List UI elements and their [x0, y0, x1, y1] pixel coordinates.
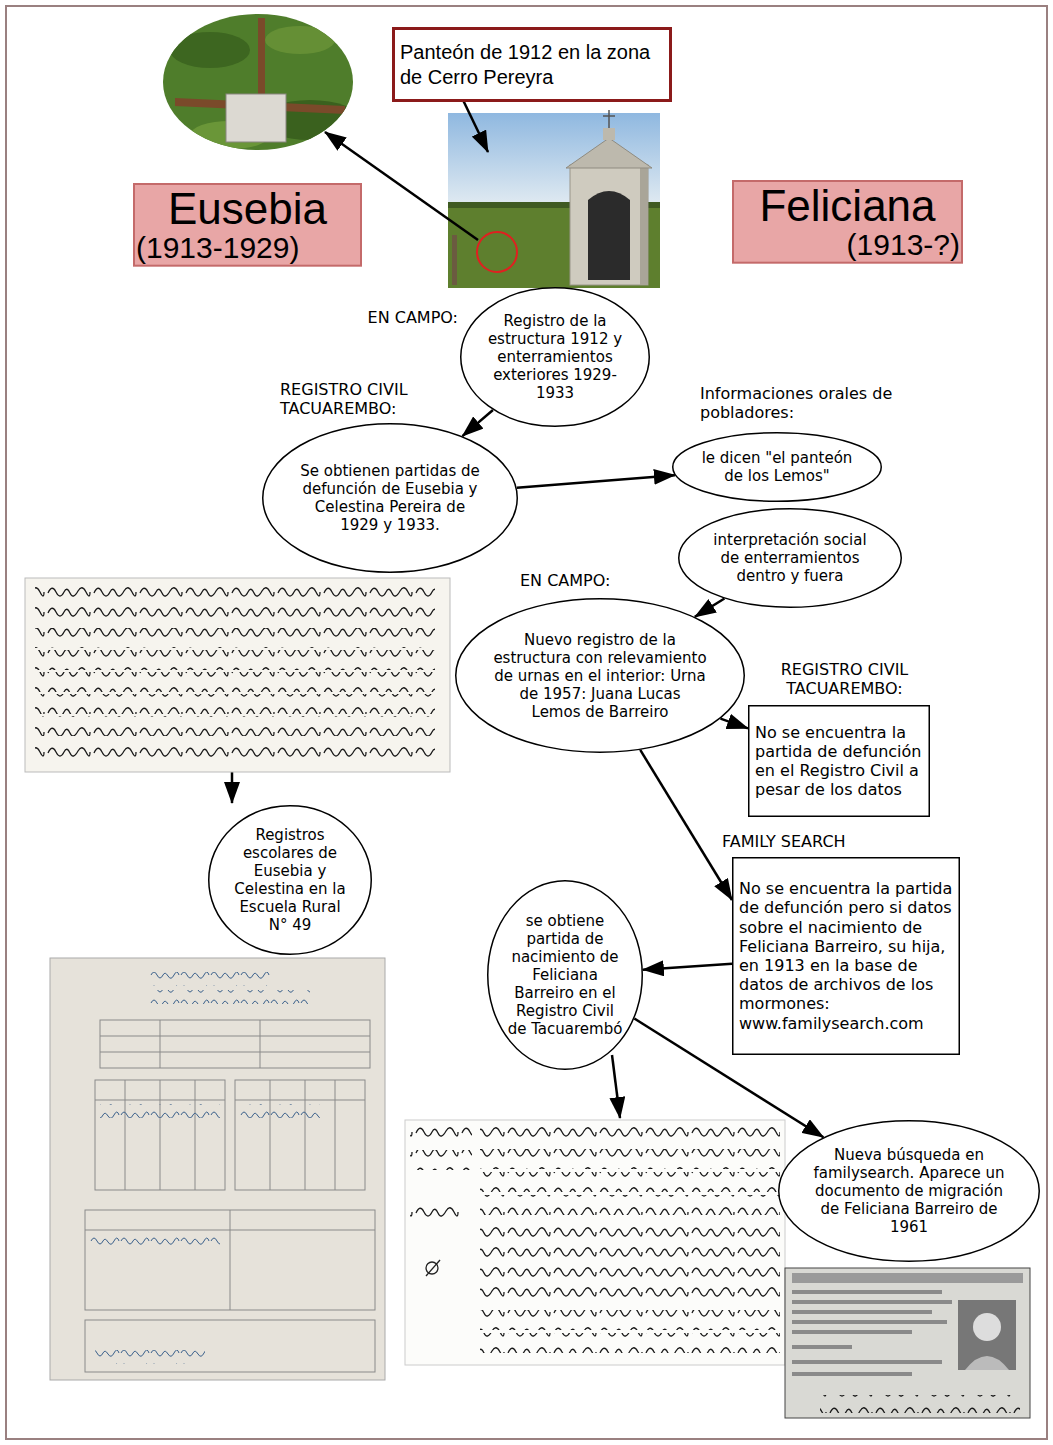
node-heading: REGISTRO CIVIL TACUAREMBO:	[280, 380, 455, 418]
node-heading: REGISTRO CIVIL TACUAREMBO:	[752, 660, 937, 698]
school-record	[50, 958, 385, 1380]
node-outline	[134, 184, 361, 266]
process-ellipse: Nueva búsqueda en familysearch. Aparece …	[778, 1120, 1040, 1262]
process-ellipse: Registro de la estructura 1912 y enterra…	[460, 287, 650, 427]
process-ellipse: Se obtienen partidas de defunción de Eus…	[262, 423, 518, 573]
node-outline	[779, 1121, 1040, 1262]
process-ellipse: se obtiene partida de nacimiento de Feli…	[487, 880, 643, 1070]
node-body: Registros escolares de Eusebia y Celesti…	[229, 826, 350, 934]
birth-certificate	[405, 1120, 785, 1365]
result-box: No se encuentra la partida de defunción …	[748, 705, 930, 817]
node-text: Registro de la estructura 1912 y enterra…	[485, 312, 626, 402]
arrow-connector	[462, 410, 493, 436]
node-text: le dicen "el panteón de los Lemos"	[699, 449, 854, 485]
arrow-connector	[517, 475, 675, 488]
node-heading: EN CAMPO:	[358, 308, 458, 327]
node-text: Se obtienen partidas de defunción de Eus…	[295, 462, 484, 534]
node-outline	[733, 858, 960, 1055]
node-outline	[263, 424, 518, 573]
node-text: Panteón de 1912 en la zona de Cerro Pere…	[400, 40, 664, 90]
node-body: Registro de la estructura 1912 y enterra…	[485, 312, 626, 402]
person-box: Feliciana(1913-?)	[732, 180, 963, 264]
node-body: Panteón de 1912 en la zona de Cerro Pere…	[400, 40, 664, 90]
node-body: se obtiene partida de nacimiento de Feli…	[507, 912, 622, 1038]
rect-shape	[392, 27, 672, 102]
node-outline	[209, 806, 372, 955]
node-body: Se obtienen partidas de defunción de Eus…	[295, 462, 484, 534]
arrow-connector	[695, 599, 725, 617]
node-text: (1913-1929)	[136, 232, 359, 264]
node-body: Eusebia(1913-1929)	[136, 186, 359, 264]
node-outline	[461, 288, 650, 427]
node-text: Eusebia	[136, 186, 359, 232]
node-heading: EN CAMPO:	[520, 571, 640, 590]
node-body: No se encuentra la partida de defunción …	[755, 723, 923, 800]
node-text: Nueva búsqueda en familysearch. Aparece …	[812, 1146, 1006, 1236]
migration-document	[785, 1268, 1030, 1418]
process-ellipse: Nuevo registro de la estructura con rele…	[455, 598, 745, 753]
node-text: (1913-?)	[735, 229, 960, 261]
title-box: Panteón de 1912 en la zona de Cerro Pere…	[392, 27, 672, 102]
death-certificate	[25, 578, 450, 772]
result-box: No se encuentra la partida de defunción …	[732, 857, 960, 1055]
node-outline	[679, 509, 902, 608]
node-body: No se encuentra la partida de defunción …	[739, 879, 953, 1033]
node-outline	[456, 599, 745, 753]
arrow-connector	[640, 750, 732, 900]
node-body: le dicen "el panteón de los Lemos"	[699, 449, 854, 485]
node-body: interpretación social de enterramientos …	[707, 531, 873, 585]
node-outline	[394, 29, 671, 101]
arrow-connector	[720, 719, 748, 729]
node-body: Nuevo registro de la estructura con rele…	[493, 631, 708, 721]
node-body: Nueva búsqueda en familysearch. Aparece …	[812, 1146, 1006, 1236]
person-box: Eusebia(1913-1929)	[133, 183, 362, 267]
node-outline	[733, 181, 962, 263]
process-ellipse: interpretación social de enterramientos …	[678, 508, 902, 608]
arrow-connector	[643, 964, 732, 970]
node-heading: FAMILY SEARCH	[722, 832, 892, 851]
node-outline	[749, 706, 930, 817]
node-text: Registros escolares de Eusebia y Celesti…	[229, 826, 350, 934]
node-heading: Informaciones orales de pobladores:	[700, 384, 895, 422]
node-text: Feliciana	[735, 183, 960, 229]
node-text: Nuevo registro de la estructura con rele…	[493, 631, 708, 721]
node-text: No se encuentra la partida de defunción …	[739, 879, 953, 1033]
node-text: interpretación social de enterramientos …	[707, 531, 873, 585]
node-outline	[673, 433, 882, 502]
node-body: Feliciana(1913-?)	[735, 183, 960, 261]
node-outline	[488, 881, 643, 1070]
process-ellipse: le dicen "el panteón de los Lemos"Inform…	[672, 432, 882, 502]
grave-photo	[160, 10, 360, 160]
node-text: No se encuentra la partida de defunción …	[755, 723, 923, 800]
page-frame	[6, 6, 1047, 1439]
process-ellipse: Registros escolares de Eusebia y Celesti…	[208, 805, 372, 955]
node-text: se obtiene partida de nacimiento de Feli…	[507, 912, 622, 1038]
